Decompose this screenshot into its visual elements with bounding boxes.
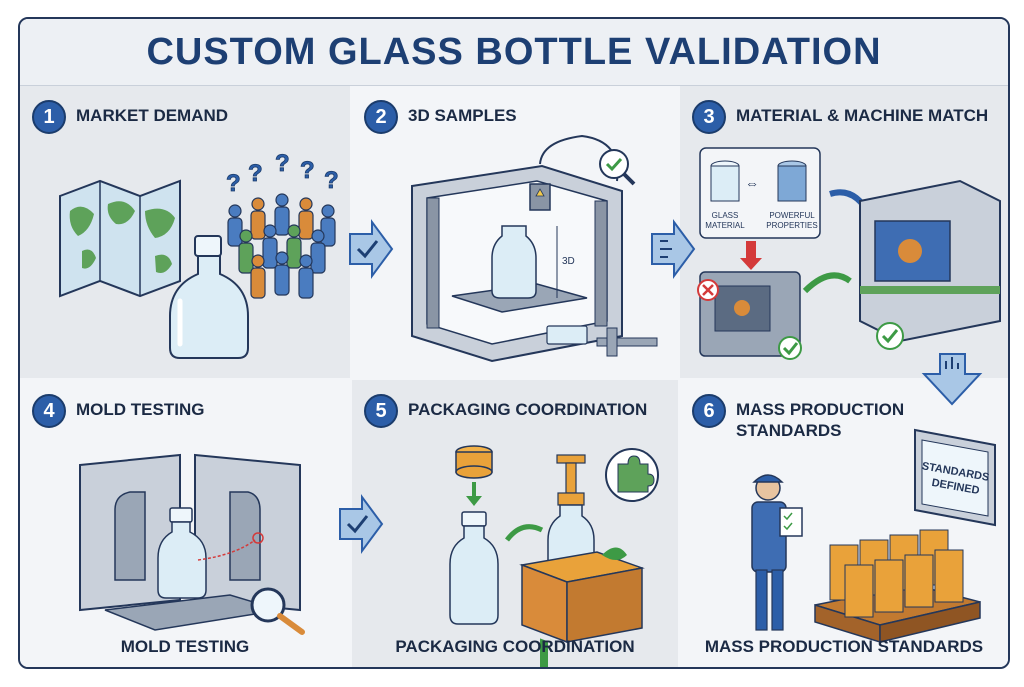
- 3d-printer-illustration: 3D: [411, 134, 658, 363]
- svg-text:?: ?: [275, 150, 290, 177]
- small-machine-icon: [697, 271, 802, 360]
- standards-sign: STANDARDS DEFINED: [914, 428, 996, 527]
- page-title: CUSTOM GLASS BOTTLE VALIDATION: [20, 19, 1008, 86]
- glass-bottle-icon: [157, 507, 264, 599]
- 3d-printer-icon: 3D: [411, 134, 623, 363]
- world-map-icon: [59, 179, 181, 298]
- step-title: MARKET DEMAND: [76, 106, 229, 125]
- svg-text:⇔: ⇔: [745, 175, 759, 191]
- step-header-3: 3 MATERIAL & MACHINE MATCH: [692, 100, 988, 134]
- cap-icon: [455, 445, 493, 479]
- step-caption: PACKAGING COORDINATION: [395, 637, 635, 656]
- step-header-5: 5 PACKAGING COORDINATION: [364, 394, 647, 428]
- check-icon: [778, 336, 802, 360]
- step-number-badge: 2: [364, 100, 398, 134]
- magnifier-icon: [250, 587, 305, 635]
- mold-icon: [79, 453, 301, 631]
- panel-packaging-coordination: 5 PACKAGING COORDINATION: [352, 380, 678, 667]
- boxed-pallet-icon: [814, 529, 981, 644]
- step-header-6: 6 MASS PRODUCTION STANDARDS: [692, 394, 936, 441]
- step-number-badge: 3: [692, 100, 726, 134]
- clipboard-icon: [779, 507, 803, 537]
- glass-bottle-icon: [449, 511, 499, 625]
- panel-mass-production-standards: 6 MASS PRODUCTION STANDARDS STANDARDS DE…: [680, 380, 1008, 667]
- dimension-label: 3D: [562, 256, 575, 267]
- panel-3d-samples: 2 3D SAMPLES 3D: [352, 86, 678, 378]
- svg-text:?: ?: [248, 160, 263, 187]
- panel-market-demand: 1 MARKET DEMAND: [20, 86, 350, 378]
- step-header-4: 4 MOLD TESTING: [32, 394, 204, 428]
- puzzle-piece-icon: [605, 448, 659, 502]
- step-header-2: 2 3D SAMPLES: [364, 100, 517, 134]
- step-caption: MASS PRODUCTION STANDARDS: [704, 637, 984, 656]
- large-machine-icon: [859, 179, 1001, 350]
- svg-text:?: ?: [226, 170, 241, 197]
- mass-production-illustration: STANDARDS DEFINED: [751, 428, 996, 644]
- magnifier-check-icon: [599, 149, 636, 186]
- step-title: MOLD TESTING: [76, 400, 205, 419]
- step-number-badge: 1: [32, 100, 66, 134]
- worker-icon: [751, 474, 803, 631]
- infographic-frame: CUSTOM GLASS BOTTLE VALIDATION 1 MARKET …: [18, 17, 1010, 669]
- powerful-properties-label: PROPERTIES: [766, 221, 817, 230]
- market-demand-illustration: ??? ??: [59, 150, 339, 359]
- green-arrow-icon: [802, 272, 852, 294]
- svg-text:?: ?: [300, 157, 315, 184]
- crowd-icon: ??? ??: [226, 150, 339, 299]
- material-comparison-box: ⇔ GLASS MATERIAL POWERFUL PROPERTIES: [699, 147, 821, 239]
- step-title: PACKAGING COORDINATION: [408, 400, 648, 419]
- mold-illustration: [79, 453, 305, 635]
- panel-material-machine-match: 3 MATERIAL & MACHINE MATCH ⇔ GLASS MATER…: [680, 86, 1008, 378]
- glass-material-label: GLASS: [712, 211, 739, 220]
- green-arrow-icon: [505, 524, 544, 542]
- caliper-icon: [596, 327, 658, 357]
- down-arrow-red: [740, 241, 762, 270]
- panel-mold-testing: 4 MOLD TESTING MOLD TESTING: [20, 380, 350, 667]
- gift-box-icon: [519, 547, 645, 667]
- glass-bottle-icon: [169, 235, 249, 359]
- svg-text:?: ?: [324, 167, 339, 194]
- glass-material-label: MATERIAL: [705, 221, 745, 230]
- step-title: MASS PRODUCTION STANDARDS: [736, 400, 905, 440]
- step-header-1: 1 MARKET DEMAND: [32, 100, 228, 134]
- step-number-badge: 6: [692, 394, 726, 428]
- check-icon: [876, 322, 904, 350]
- step-title: MATERIAL & MACHINE MATCH: [736, 106, 989, 125]
- material-machine-illustration: ⇔ GLASS MATERIAL POWERFUL PROPERTIES: [697, 147, 1001, 360]
- packaging-illustration: [449, 445, 659, 667]
- step-number-badge: 4: [32, 394, 66, 428]
- step-caption: MOLD TESTING: [120, 637, 250, 656]
- powerful-properties-label: POWERFUL: [769, 211, 815, 220]
- step-title: 3D SAMPLES: [408, 106, 517, 125]
- step-number-badge: 5: [364, 394, 398, 428]
